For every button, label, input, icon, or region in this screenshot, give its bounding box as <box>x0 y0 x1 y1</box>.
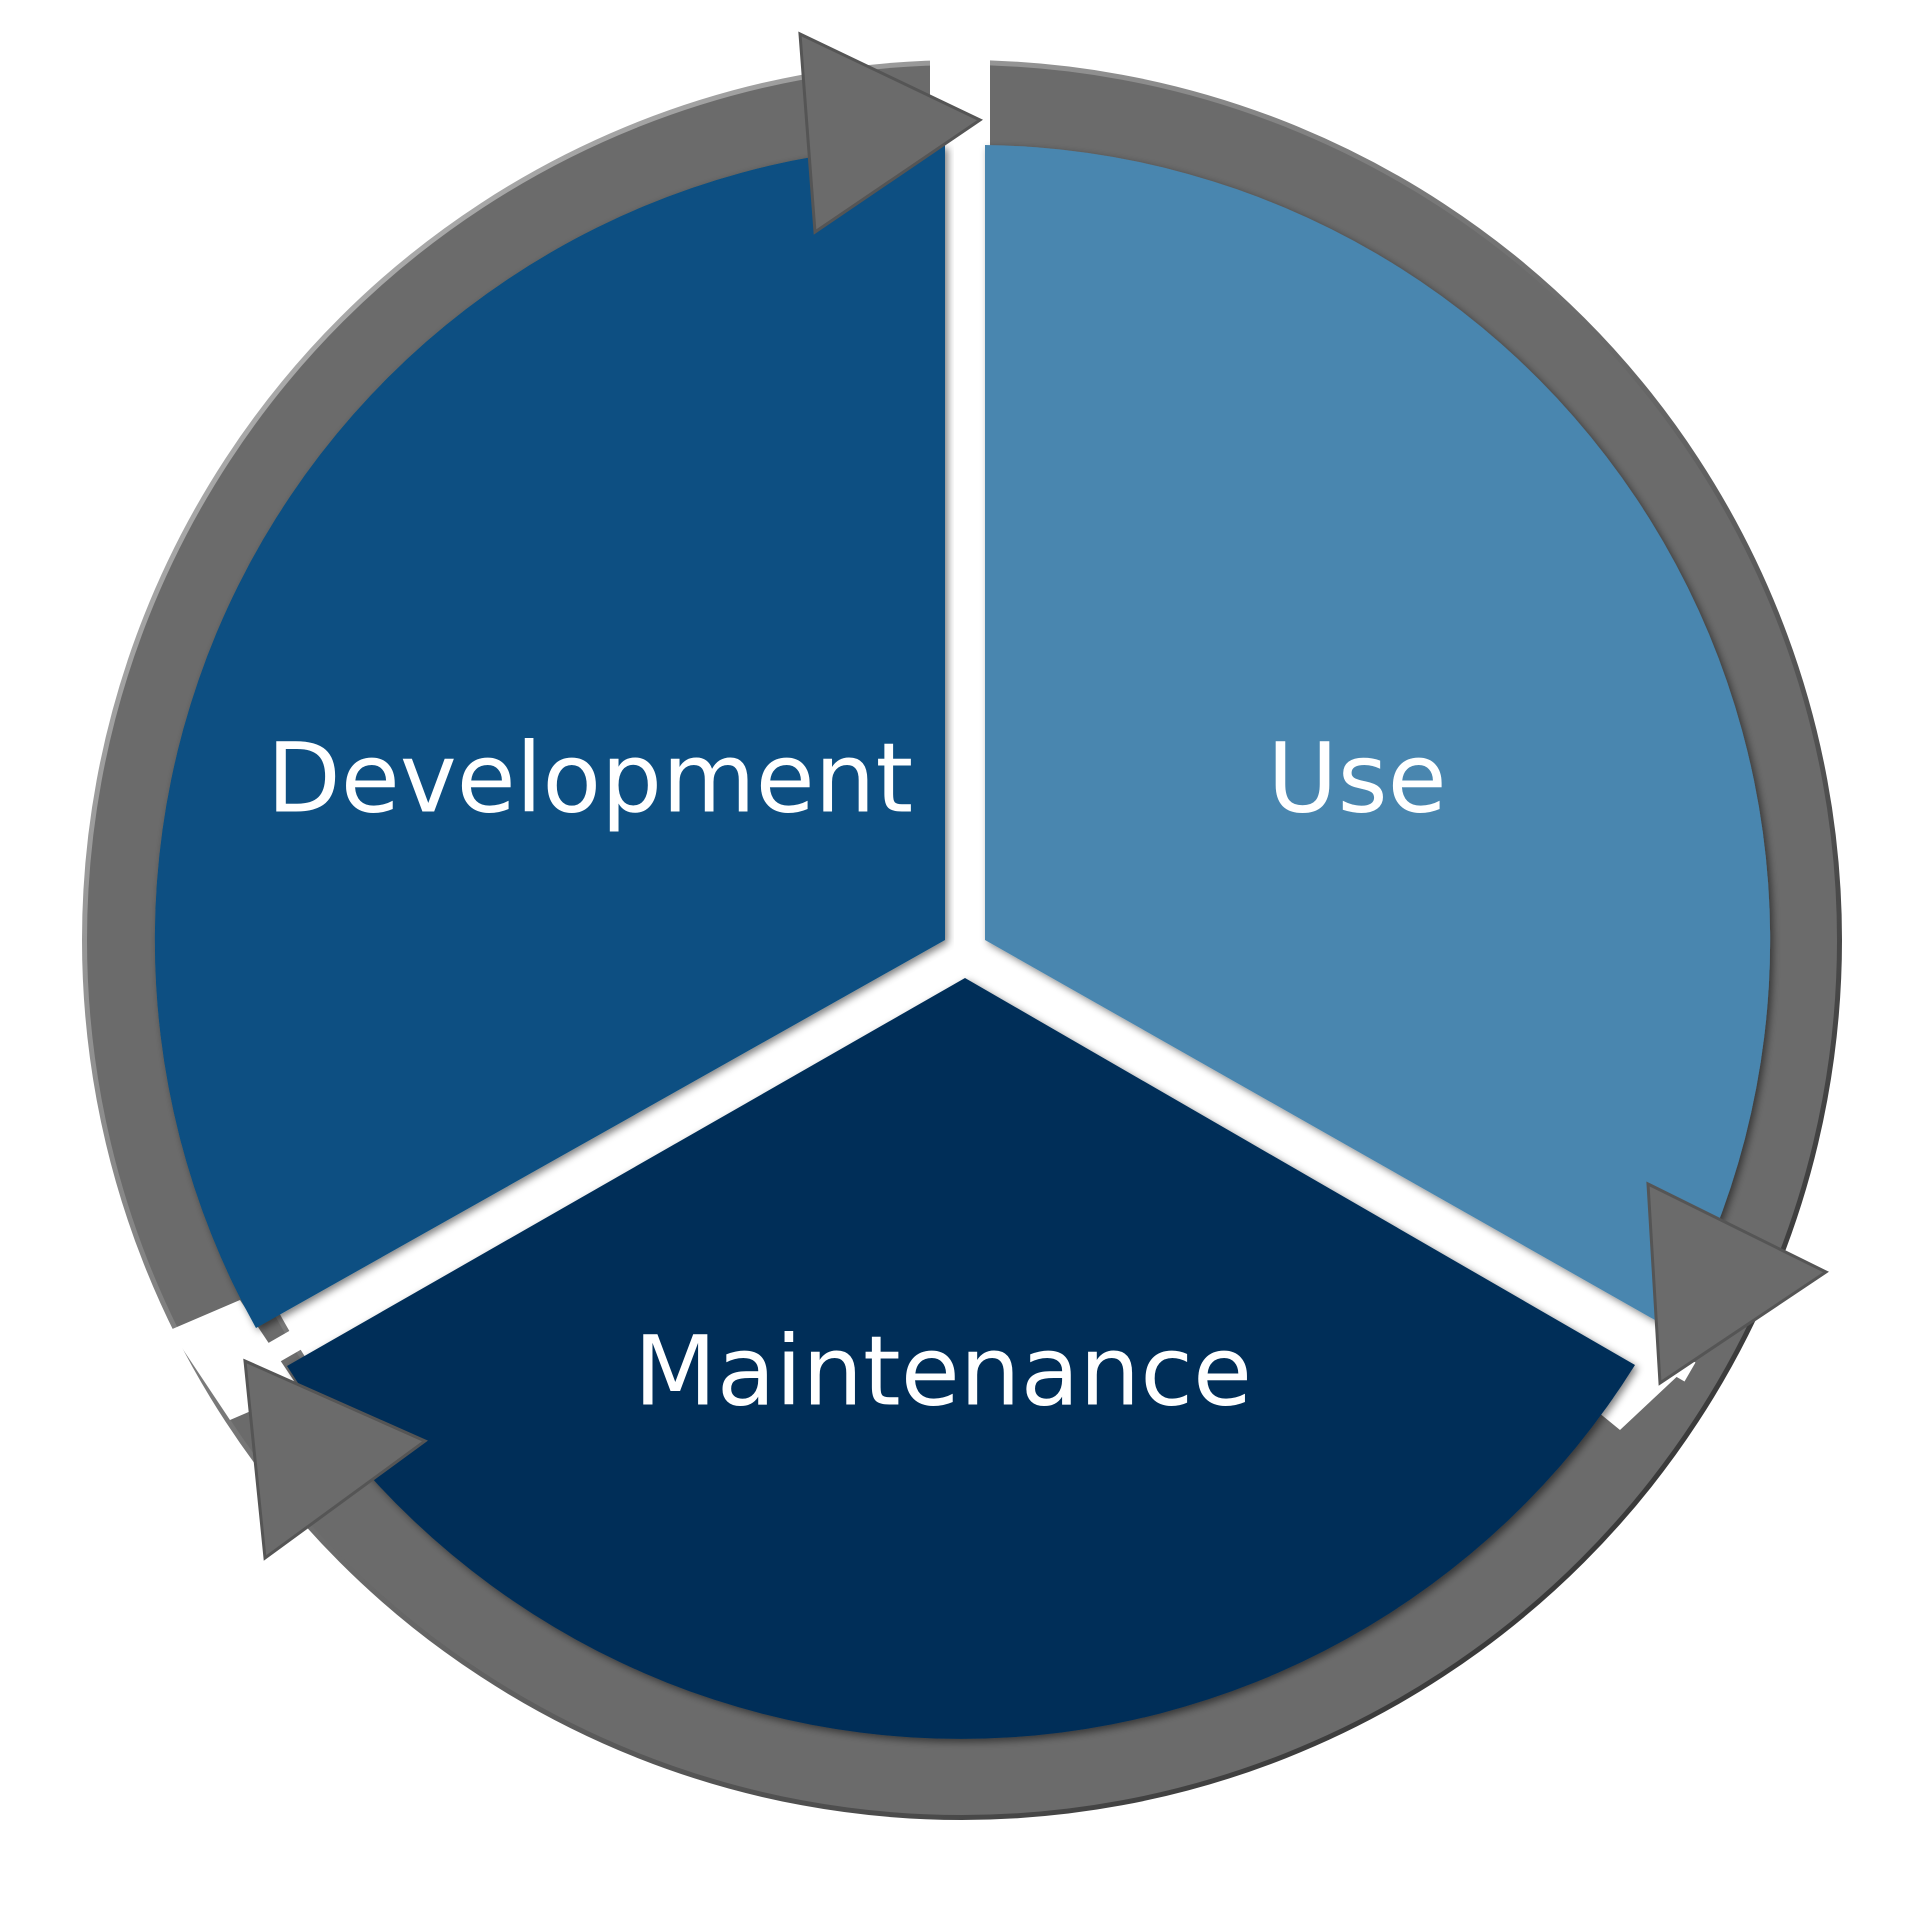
segment-labels: Development Use Maintenance <box>267 722 1447 1427</box>
arrow-head-right-icon <box>1646 1181 1829 1386</box>
cycle-arrows <box>243 31 1829 1561</box>
divider-right <box>959 945 1696 1382</box>
segment-use <box>985 145 1771 1328</box>
label-development: Development <box>267 722 913 834</box>
label-use: Use <box>1267 722 1446 834</box>
label-maintenance: Maintenance <box>634 1315 1252 1427</box>
arrow-head-top-icon <box>798 31 984 235</box>
arrow-head-left-icon <box>243 1358 428 1561</box>
divider-left <box>234 945 971 1382</box>
segments <box>154 145 1771 1739</box>
segment-dividers <box>234 60 1696 1382</box>
segment-development <box>154 145 945 1328</box>
segment-maintenance <box>287 978 1635 1739</box>
